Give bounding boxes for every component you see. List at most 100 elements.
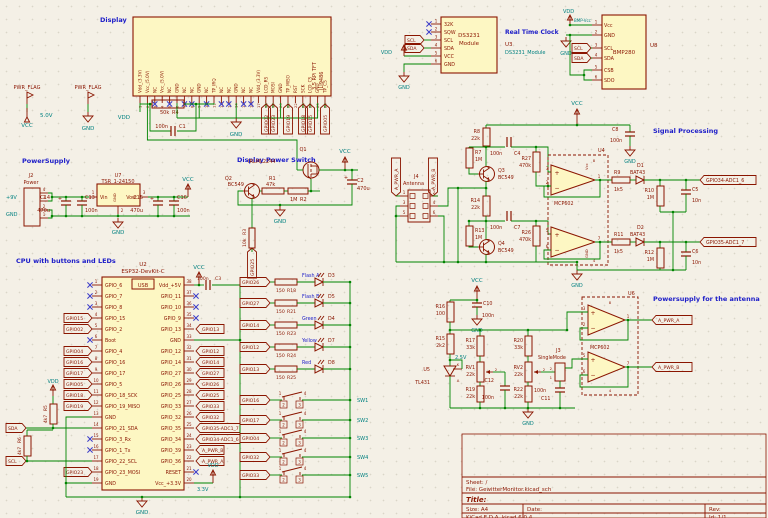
label: TP_CS <box>323 80 328 94</box>
pin-number: 13 <box>93 411 99 416</box>
junction-dot <box>156 214 160 218</box>
global-label <box>391 157 401 197</box>
label: GPIO_2 <box>105 327 122 333</box>
label: GPIO17 <box>66 371 83 377</box>
resistor-symbol <box>656 185 665 207</box>
pin-number: 37 <box>186 290 192 295</box>
label: GPIO_1_Tx <box>105 448 131 454</box>
pin-number: 36 <box>186 301 192 306</box>
pin-number: 4 <box>609 388 612 393</box>
global-label <box>195 346 225 356</box>
label: GPIO_36 <box>161 459 181 465</box>
gnd-symbol <box>522 411 534 419</box>
title-block: Sheet: /File: GewitterMonitor.kicad_schT… <box>461 433 767 518</box>
wire <box>65 416 92 497</box>
label: GND <box>175 83 180 93</box>
wire <box>149 104 171 132</box>
pin-number: + <box>590 310 595 317</box>
label: GPIO32 <box>202 415 219 421</box>
label: GND <box>604 33 615 39</box>
pin-number: 28 <box>186 389 192 394</box>
label: GPIO34-ADC1_6 <box>706 178 744 184</box>
resistor-symbol <box>261 187 285 195</box>
label: R16 <box>436 304 445 310</box>
pin-number: 25 <box>186 422 192 427</box>
label: 100n <box>610 138 622 144</box>
global-label <box>239 364 271 374</box>
opamp-symbol <box>587 351 627 383</box>
label: SW1 <box>357 398 368 404</box>
no-connect-icon <box>240 101 247 107</box>
label: Q2 <box>225 176 232 182</box>
no-connect-icon <box>193 469 199 475</box>
wire <box>543 242 601 260</box>
resistor-symbol <box>274 299 298 307</box>
bmp280-module: BMP280U81Vcc2GND3SCL4SDA5CSB6SDOVDDBMP-V… <box>560 9 658 90</box>
pin-box <box>279 475 288 484</box>
label: 22k <box>514 372 523 378</box>
label: MCP602 <box>554 201 574 207</box>
no-connect-icon <box>151 101 158 107</box>
label: GND <box>560 51 572 57</box>
label: D8 <box>328 360 335 366</box>
pin-number: + <box>150 196 154 202</box>
label: GPIO_26 <box>161 382 181 388</box>
vcc-arrow <box>341 156 349 163</box>
led-symbol <box>314 298 325 308</box>
component-body <box>601 14 647 90</box>
label: GPIO15 <box>66 316 83 322</box>
resistor-symbol <box>49 403 58 425</box>
label: 470k <box>519 237 531 243</box>
label: GPIO19 <box>286 115 292 132</box>
junction-dot <box>172 214 176 218</box>
pin <box>317 337 322 343</box>
pin-number: 2 <box>282 403 285 408</box>
label: U6 <box>628 291 635 297</box>
label: C8 <box>612 127 618 133</box>
label: GPIO25 <box>250 259 256 276</box>
pin-number: 15 <box>93 433 99 438</box>
junction-dot <box>50 214 54 218</box>
label: VCC <box>21 123 33 129</box>
junction-dot <box>278 203 282 207</box>
pin-number: 1 <box>43 212 46 217</box>
junction-dot <box>348 455 352 459</box>
label: GND <box>82 126 95 132</box>
label: Date: <box>527 507 542 513</box>
junction-dot <box>194 102 198 106</box>
pin <box>486 239 490 242</box>
no-connect-icon <box>218 101 225 107</box>
label: 22k <box>466 372 475 378</box>
label: C4 <box>514 151 520 157</box>
label: GND <box>278 83 283 93</box>
label: SCL <box>604 46 613 52</box>
pin-box <box>279 420 288 429</box>
junction-dot <box>348 418 352 422</box>
label: GND <box>471 328 483 334</box>
junction-dot <box>575 260 579 264</box>
junction-dot <box>80 214 84 218</box>
pin-number: 6 <box>95 334 98 339</box>
label: VDD <box>118 115 130 121</box>
pin-number: 9 <box>95 367 98 372</box>
wire <box>566 311 588 330</box>
wire <box>438 187 458 207</box>
label: 22k <box>471 136 480 142</box>
gnd-symbol <box>230 121 243 129</box>
pin-number: 2 <box>95 290 98 295</box>
gnd-symbol <box>112 221 124 229</box>
label: PWR_FLAG <box>75 85 102 91</box>
label: GPIO_11 <box>161 294 181 300</box>
gnd-symbol <box>571 273 583 281</box>
label: D2 <box>637 225 644 231</box>
pin-number: 2 <box>282 441 285 446</box>
wire <box>565 358 588 369</box>
label: BAT43 <box>630 232 645 238</box>
pin-number: 2 <box>495 367 498 372</box>
label: CSB <box>604 68 614 74</box>
label: VCC <box>444 54 455 60</box>
switch-lever <box>281 448 303 455</box>
vcc-arrow <box>473 285 481 292</box>
resistor-symbol <box>446 333 455 355</box>
